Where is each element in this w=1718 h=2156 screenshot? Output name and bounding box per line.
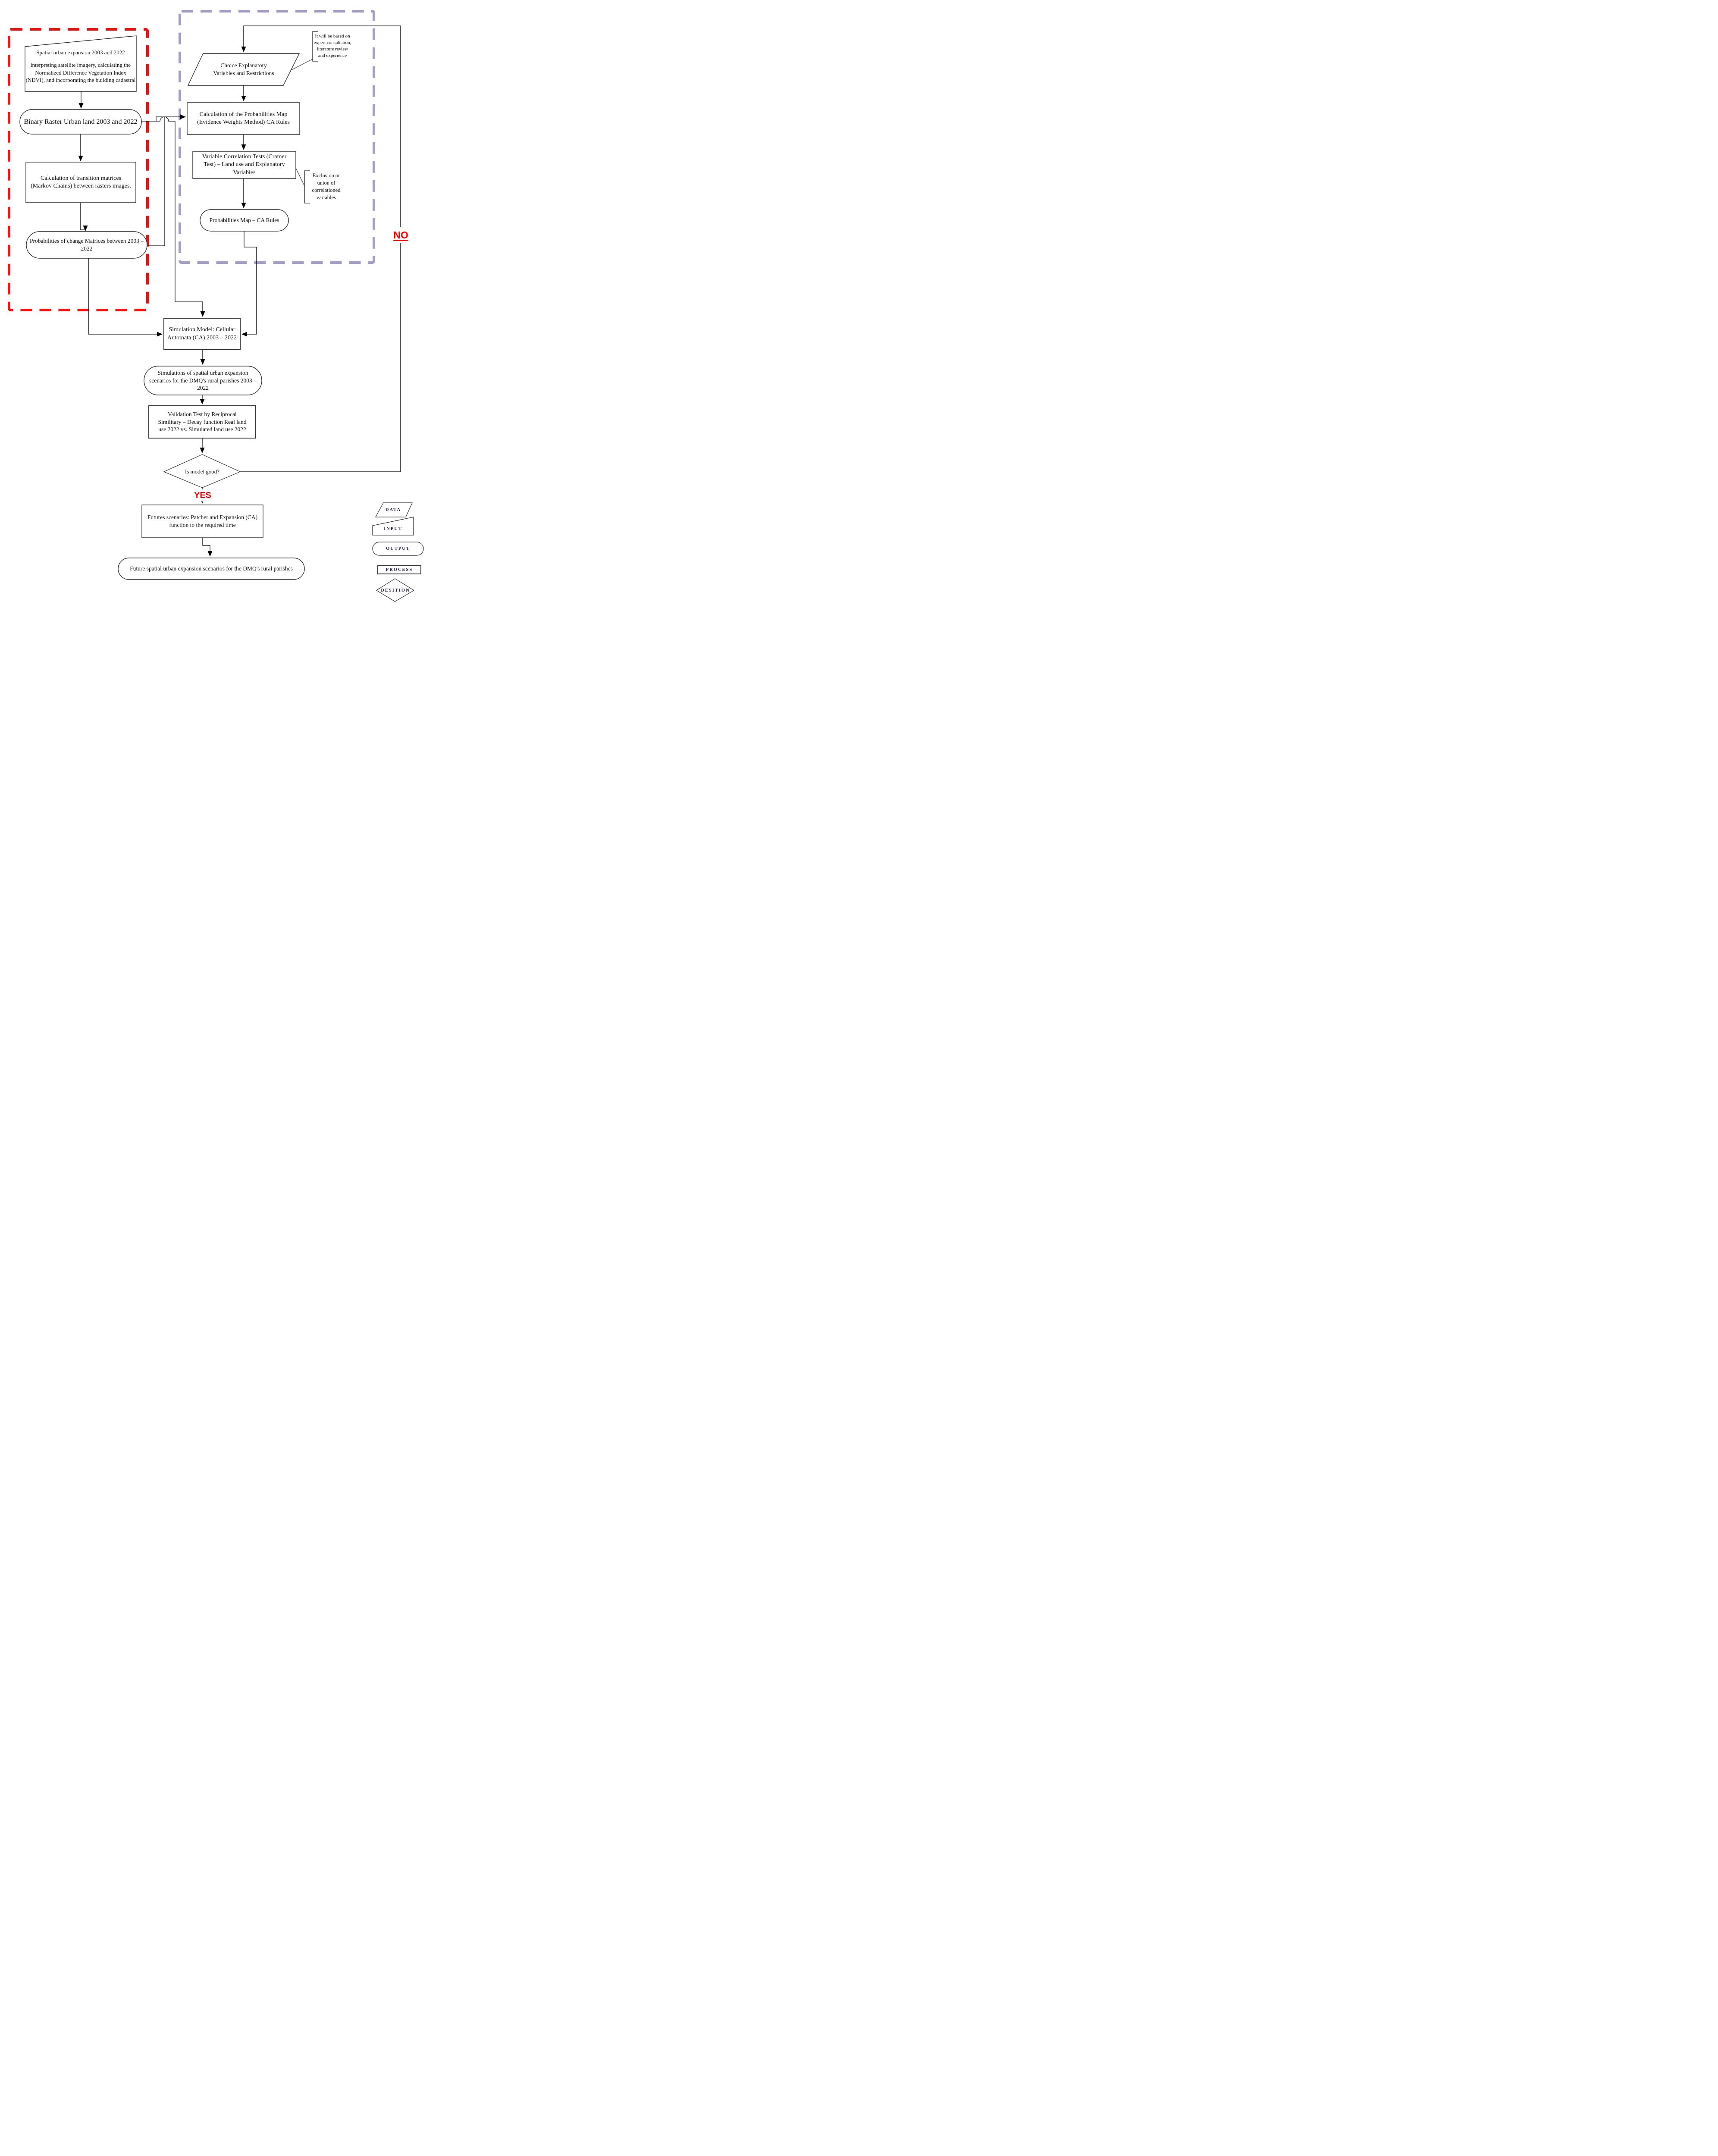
note-exclusion: Exclusion or union of correlationed vari… xyxy=(306,170,346,204)
input-spatial-shape xyxy=(25,35,137,92)
future-output-label: Future spatial urban expansion scenarios… xyxy=(130,565,293,572)
connector-probchange-to-simmodel xyxy=(88,258,163,337)
node-decision: Is model good? xyxy=(170,463,234,480)
simulation-model-shape xyxy=(163,318,241,350)
legend-decision-shape xyxy=(376,578,415,602)
legend-process-label: PROCESS xyxy=(386,567,413,572)
node-simulations-output: Simulations of spatial urban expansion s… xyxy=(148,366,257,395)
futures-scenarios-shape xyxy=(141,505,263,538)
input-spatial-body: interpreting satellite imagery, calculat… xyxy=(25,62,136,83)
note-expert: It will be based on expert consultation,… xyxy=(313,30,352,62)
legend-data-shape xyxy=(375,502,413,517)
simulation-model-label: Simulation Model: Cellular Automata (CA)… xyxy=(167,326,237,341)
binary-raster-label: Binary Raster Urban land 2003 and 2022 xyxy=(24,118,138,125)
flowchart-canvas: Spatial urban expansion 2003 and 2022 in… xyxy=(0,0,431,607)
transition-matrices-label: Calculation of transition matrices (Mark… xyxy=(31,175,131,189)
validation-test-label: Validation Test by Reciprocal Similitary… xyxy=(158,411,247,433)
connector-futures-to-future-output xyxy=(202,538,213,557)
note-exclusion-bracket xyxy=(304,170,310,204)
simulations-output-label: Simulations of spatial urban expansion s… xyxy=(149,369,257,392)
node-simulation-model: Simulation Model: Cellular Automata (CA)… xyxy=(164,318,240,350)
node-validation-test: Validation Test by Reciprocal Similitary… xyxy=(156,406,249,438)
prob-change-shape xyxy=(26,231,147,259)
node-calc-prob-map: Calculation of the Probabilities Map (Ev… xyxy=(188,103,298,135)
legend-input-label: INPUT xyxy=(384,526,402,531)
note-exclusion-label: Exclusion or union of correlationed vari… xyxy=(312,172,341,201)
futures-scenarios-label: Futures scenaries: Patcher and Expansion… xyxy=(147,514,258,528)
node-transition-matrices: Calculation of transition matrices (Mark… xyxy=(30,162,132,203)
node-prob-map-rules: Probabilities Map – CA Rules xyxy=(200,210,288,231)
note-expert-label: It will be based on expert consultation,… xyxy=(314,34,351,58)
red-dashed-frame xyxy=(8,28,149,311)
variable-correlation-label: Variable Correlation Tests (Cramer Test)… xyxy=(202,153,287,176)
node-input-spatial: Spatial urban expansion 2003 and 2022 in… xyxy=(25,41,136,91)
simulations-output-shape xyxy=(144,366,262,395)
no-label: NO xyxy=(389,227,413,243)
node-choice-explanatory: Choice Explanatory Variables and Restric… xyxy=(209,53,278,85)
legend-input-shape xyxy=(372,517,414,536)
choice-explanatory-shape xyxy=(187,53,300,86)
legend-output-shape xyxy=(372,542,424,556)
legend-process-shape xyxy=(377,565,421,574)
future-output-shape xyxy=(118,558,305,580)
connector-probmap-to-simmodel xyxy=(241,231,257,337)
connector-no-feedback xyxy=(240,25,401,472)
variable-correlation-shape xyxy=(192,151,296,179)
input-spatial-title: Spatial urban expansion 2003 and 2022 xyxy=(36,49,125,56)
note-exclusion-leader xyxy=(295,168,305,186)
decision-label: Is model good? xyxy=(185,468,220,475)
flowchart-svg xyxy=(8,10,424,602)
legend-data-label: DATA xyxy=(385,507,401,512)
yes-label: YES xyxy=(189,489,216,501)
connector-junction-to-probchange xyxy=(148,117,165,246)
prob-change-label: Probabilities of change Matrices between… xyxy=(30,238,144,252)
validation-test-shape xyxy=(148,405,256,439)
choice-explanatory-label: Choice Explanatory Variables and Restric… xyxy=(213,62,274,76)
node-variable-correlation: Variable Correlation Tests (Cramer Test)… xyxy=(196,151,292,179)
calc-prob-map-label: Calculation of the Probabilities Map (Ev… xyxy=(197,111,290,125)
legend-decision-label: DESITION xyxy=(381,588,410,593)
note-expert-bracket xyxy=(312,31,318,62)
calc-prob-map-shape xyxy=(187,102,300,135)
legend-output-label: OUTPUT xyxy=(386,546,410,551)
transition-matrices-shape xyxy=(25,162,136,203)
note-expert-leader xyxy=(291,59,313,70)
node-futures-scenarios: Futures scenaries: Patcher and Expansion… xyxy=(146,505,259,538)
connector-branch-to-simmodel xyxy=(156,116,205,317)
node-binary-raster: Binary Raster Urban land 2003 and 2022 xyxy=(20,110,141,134)
prob-map-rules-label: Probabilities Map – CA Rules xyxy=(209,217,279,224)
connector-transition-to-probchange xyxy=(80,203,88,231)
connector-binary-to-calcprobmap xyxy=(141,114,186,122)
node-prob-change: Probabilities of change Matrices between… xyxy=(28,232,145,258)
purple-dashed-frame xyxy=(179,10,375,264)
node-future-output: Future spatial urban expansion scenarios… xyxy=(122,558,300,580)
